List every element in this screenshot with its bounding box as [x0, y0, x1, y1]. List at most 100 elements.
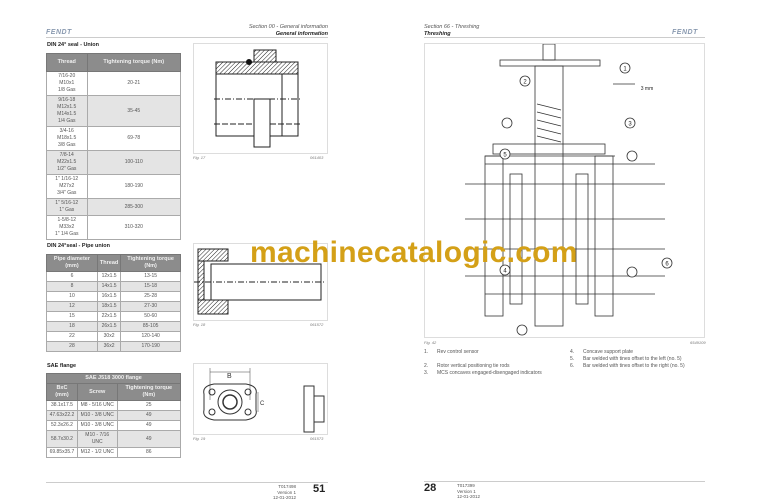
thread-value: 1/8 Gas: [57, 87, 76, 93]
callout-5: 5: [503, 153, 507, 159]
page-number: 51: [313, 483, 326, 495]
table-cell: 86: [116, 447, 182, 458]
header-rule: [424, 37, 705, 38]
table-cell: M12 - 1/2 UNC: [76, 447, 118, 458]
footer-rule: [46, 482, 328, 483]
table-cell: 49: [116, 410, 182, 421]
fig-19-code: 061573: [310, 436, 324, 441]
thread-value: 7/8-14: [59, 152, 74, 158]
col-header: BxC (mm): [46, 383, 78, 401]
callout-3: 3: [628, 122, 632, 128]
table-cell: 47.63x22.2: [46, 410, 78, 421]
page-title: Threshing: [424, 31, 451, 37]
callout-1: 1: [623, 67, 627, 73]
watermark: machinecatalogic.com: [250, 236, 578, 269]
legend-item: 6. Bar welded with tines offset to the ri…: [570, 363, 705, 370]
table-cell: 26x1.5: [96, 321, 122, 332]
callout-4: 4: [503, 269, 507, 275]
union-drawing: [214, 49, 300, 148]
fig-18-code: 061572: [310, 322, 324, 327]
pipe-heading: DIN 24°seal - Pipe union: [47, 243, 111, 249]
legend-right: 4. Concave support plate 5. Bar welded wit…: [570, 349, 705, 370]
thread-value: M27x2: [59, 183, 75, 189]
legend-item: 2.Rotor vertical positioning tie rods: [424, 363, 554, 370]
version: Version 1: [457, 488, 476, 494]
table-cell: 28: [46, 341, 98, 352]
col-header: Tightening torque (Nm): [116, 383, 182, 401]
table-cell: 25: [116, 400, 182, 411]
col-header: Screw: [76, 383, 118, 401]
date: 12-01-2012: [273, 495, 297, 500]
table-cell: 49: [116, 420, 182, 431]
item-number: 5.: [570, 356, 575, 362]
header-rule: [46, 37, 328, 38]
thread-value: 7/16-20: [58, 73, 76, 79]
item-text: Concave support plate: [583, 349, 634, 355]
table-cell: 36x2: [96, 341, 122, 352]
thread-value: M14x1.5: [57, 111, 77, 117]
fig-18-label: Fig. 18: [193, 322, 206, 327]
table-cell: 25-28: [120, 291, 181, 302]
thread-value: M22x1.5: [57, 159, 77, 165]
item-text: Rev control sensor: [437, 349, 479, 355]
legend-item: 4. Concave support plate: [570, 349, 705, 356]
item-text: Bar welded with tines offset to the left…: [583, 356, 682, 362]
thread-value: 3/4-16: [59, 128, 74, 134]
thread-value: 3/8 Gas: [57, 142, 76, 148]
col-header: Thread: [46, 53, 88, 72]
item-number: 6.: [570, 363, 575, 369]
col-header: Thread: [96, 254, 122, 272]
dimension-label: 3 mm: [641, 86, 654, 92]
thread-value: 1" 1/4 Gas: [55, 231, 79, 237]
item-text: Bar welded with tines offset to the righ…: [583, 363, 685, 369]
item-number: 4.: [570, 349, 575, 355]
doc-number: T017498: [278, 484, 297, 489]
item-text: MCS concaves engaged-disengaged indicato…: [437, 370, 542, 376]
torque-cell: 35-45: [86, 95, 181, 127]
dim-b: B: [227, 373, 232, 380]
legend-item: 5. Bar welded with tines offset to the le…: [570, 356, 705, 363]
item-text: Rotor vertical positioning tie rods: [437, 363, 510, 369]
thread-value: 1" Gas: [59, 207, 75, 213]
figure-18: [193, 243, 328, 321]
thread-value: 1/4 Gas: [57, 118, 76, 124]
footer-rule: [424, 481, 705, 482]
page-title: General information: [275, 31, 328, 37]
fendt-logo: FENDT: [672, 29, 698, 36]
figure-17: [193, 43, 328, 154]
thread-value: 1/2" Gas: [57, 166, 77, 172]
table-cell: 38.1x17.5: [46, 400, 78, 411]
figure-42: 2 1 3 5 6 4 3 mm: [424, 43, 705, 338]
torque-cell: 310-320: [86, 215, 181, 240]
table-cell: 16x1.5: [96, 291, 122, 302]
table-cell: M10 - 3/8 UNC: [76, 420, 118, 431]
table-cell: 12x1.5: [96, 271, 122, 282]
thread-value: 1" 1/16-12: [55, 176, 79, 182]
table-cell: 10: [46, 291, 98, 302]
table-cell: 8: [46, 281, 98, 292]
table-cell: 15-18: [120, 281, 181, 292]
table-cell: 50-60: [120, 311, 181, 322]
table-cell: 52.3x26.2: [46, 420, 78, 431]
item-number: 3.: [424, 370, 429, 376]
thread-value: 9/16-18: [58, 97, 76, 103]
thread-value: M33x2: [59, 224, 75, 230]
pipe-union-drawing: [194, 248, 324, 315]
